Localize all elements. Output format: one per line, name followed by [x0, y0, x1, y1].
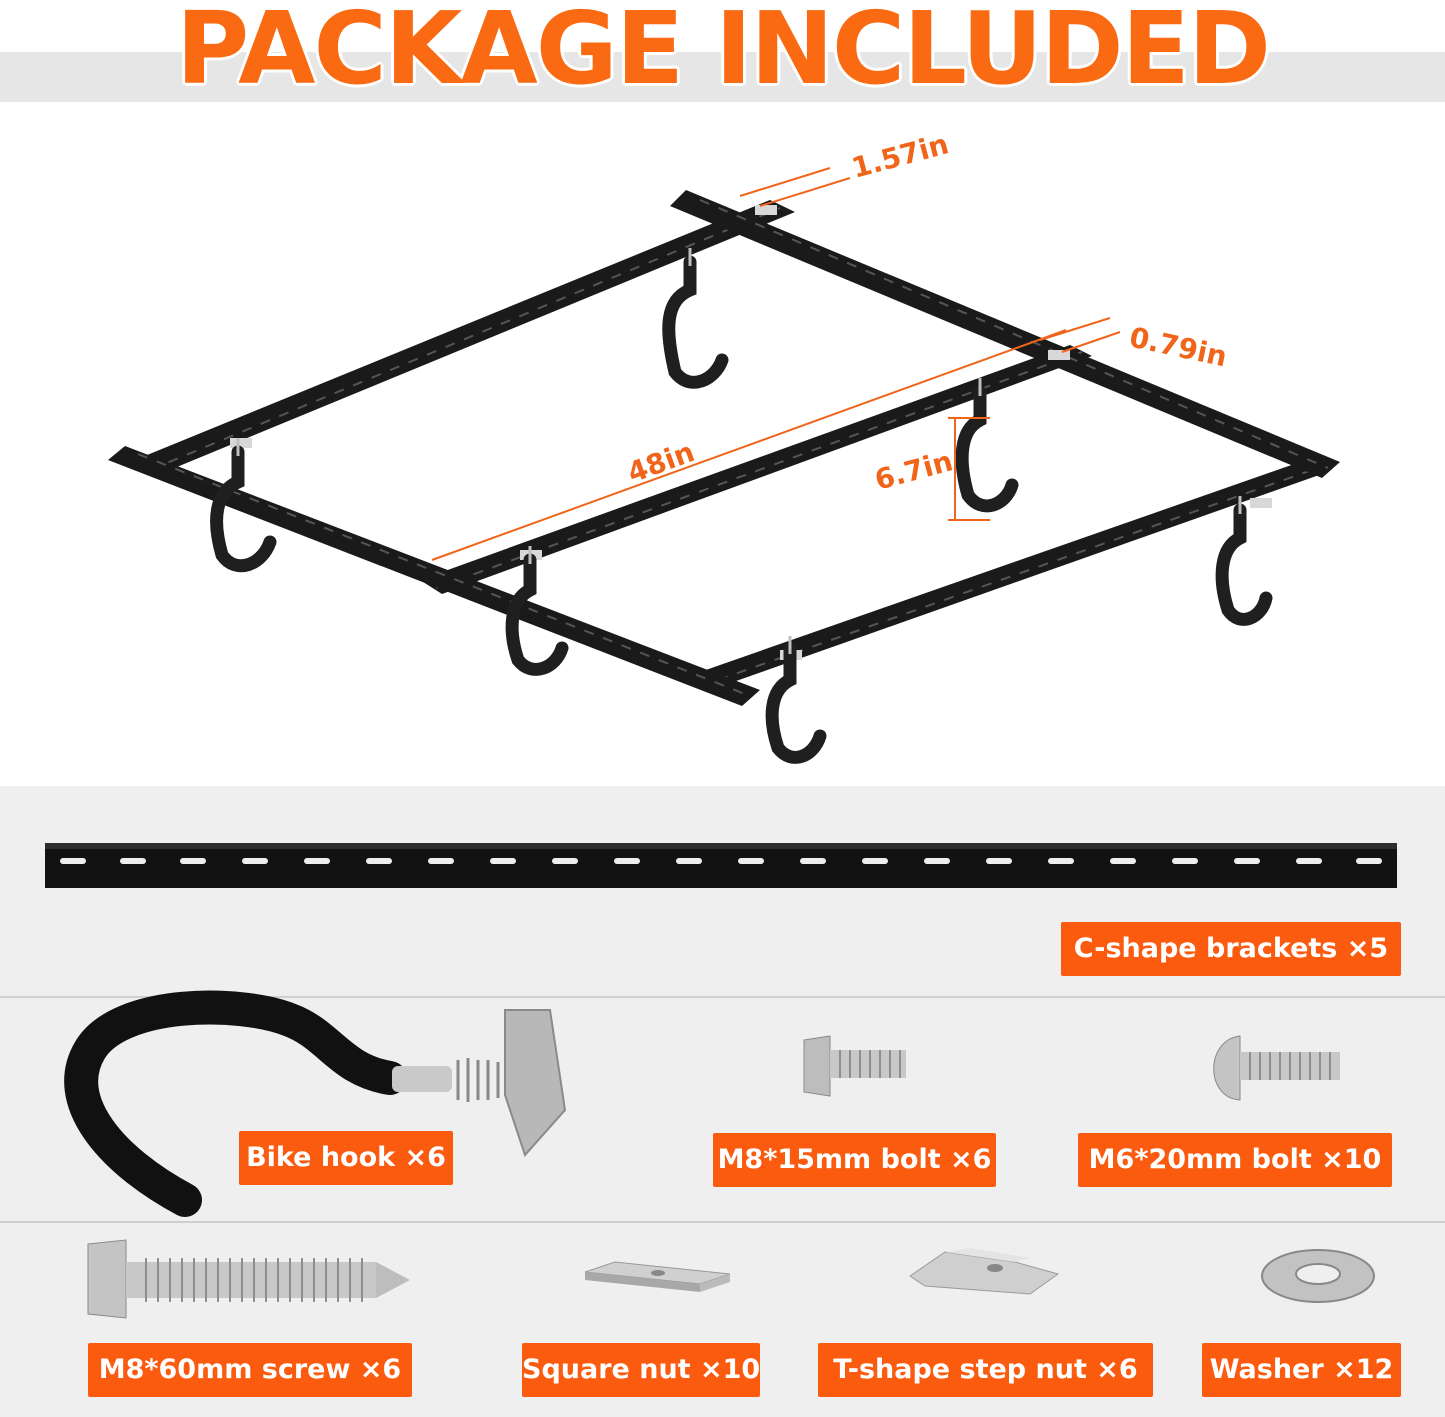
assembled-rack-diagram: 1.57in 0.79in 48in 6.7in: [108, 127, 1340, 764]
square-nut-illustration: [584, 1261, 731, 1292]
label-m8-60-screw: M8*60mm screw ×6: [88, 1343, 412, 1397]
label-t-step-nut: T-shape step nut ×6: [818, 1343, 1153, 1397]
label-washer: Washer ×12: [1202, 1343, 1401, 1397]
rail-right: [700, 462, 1322, 686]
cross-rail-front: [108, 446, 760, 706]
hooks: [210, 255, 1273, 764]
label-square-nut: Square nut ×10: [522, 1343, 760, 1397]
hook-bolts: [236, 248, 1242, 654]
divider: [0, 996, 1445, 998]
m8-15-bolt-illustration: [803, 1035, 906, 1097]
label-m8-15-bolt: M8*15mm bolt ×6: [713, 1133, 996, 1187]
cross-rail-back: [670, 190, 1340, 478]
t-step-nut-illustration: [909, 1248, 1060, 1295]
washer-illustration: [1261, 1249, 1375, 1303]
parts-area: [0, 786, 1445, 1417]
label-bike-hook: Bike hook ×6: [239, 1131, 453, 1185]
divider: [0, 1221, 1445, 1223]
label-m6-20-bolt: M6*20mm bolt ×10: [1078, 1133, 1392, 1187]
m6-20-bolt-illustration: [1213, 1035, 1340, 1101]
c-bracket-illustration: [45, 843, 1397, 888]
rail-middle: [420, 345, 1092, 594]
bike-hook-illustration: [64, 990, 567, 1217]
title-band: [0, 52, 1445, 102]
dimension-lines: [431, 167, 1121, 561]
m8-60-screw-illustration: [87, 1239, 410, 1319]
label-c-bracket: C-shape brackets ×5: [1061, 922, 1401, 976]
page-title: PACKAGE INCLUDED: [176, 0, 1271, 107]
rail-left: [130, 200, 795, 476]
